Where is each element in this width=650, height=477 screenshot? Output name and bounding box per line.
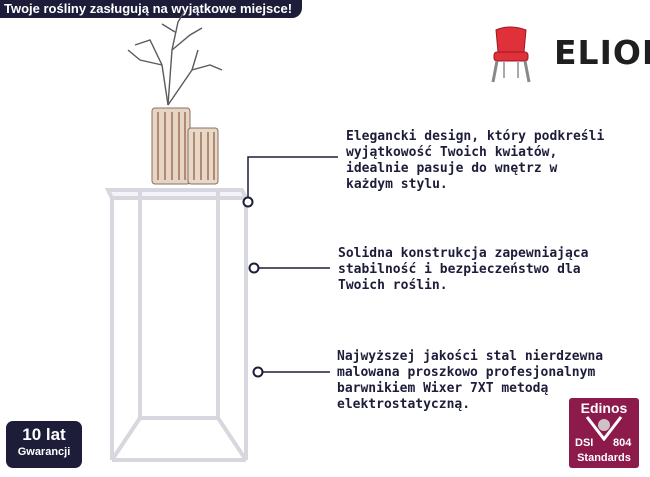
feature-construction: Solidna konstrukcja zapewniająca stabiln… — [338, 246, 589, 293]
badge-brand: Edinos — [580, 400, 628, 416]
badge-dsi: DSI — [575, 437, 594, 449]
badge-standards: Standards — [577, 452, 631, 464]
chair-icon — [491, 26, 531, 83]
warranty-years: 10 lat — [22, 425, 66, 444]
edinos-standards-badge: Edinos DSI 804 Standards — [569, 398, 639, 468]
headline-banner: Twoje rośliny zasługują na wyjątkowe mie… — [0, 0, 303, 18]
feature-material: Najwyższej jakości stal nierdzewna malow… — [337, 349, 604, 412]
brand-name: ELIOR — [554, 33, 650, 72]
plant-stand-image — [104, 11, 250, 462]
check-mark-icon — [585, 416, 623, 441]
warranty-label: Gwarancji — [17, 446, 71, 458]
feature-design: Elegancki design, który podkreśli wyjątk… — [346, 129, 605, 192]
badge-number: 804 — [613, 437, 632, 449]
warranty-badge: 10 lat Gwarancji — [6, 421, 82, 468]
